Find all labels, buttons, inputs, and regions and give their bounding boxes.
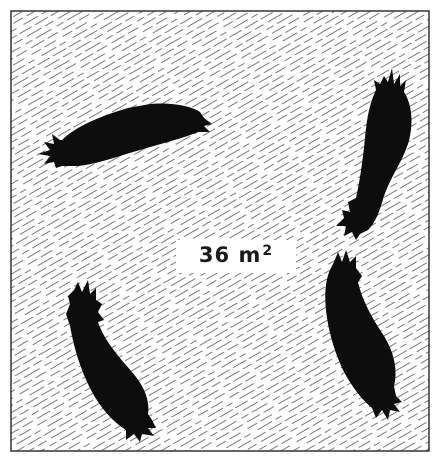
area-value: 36 m [199, 243, 261, 267]
area-exponent: 2 [262, 243, 273, 259]
area-label: 36 m2 [176, 240, 296, 273]
